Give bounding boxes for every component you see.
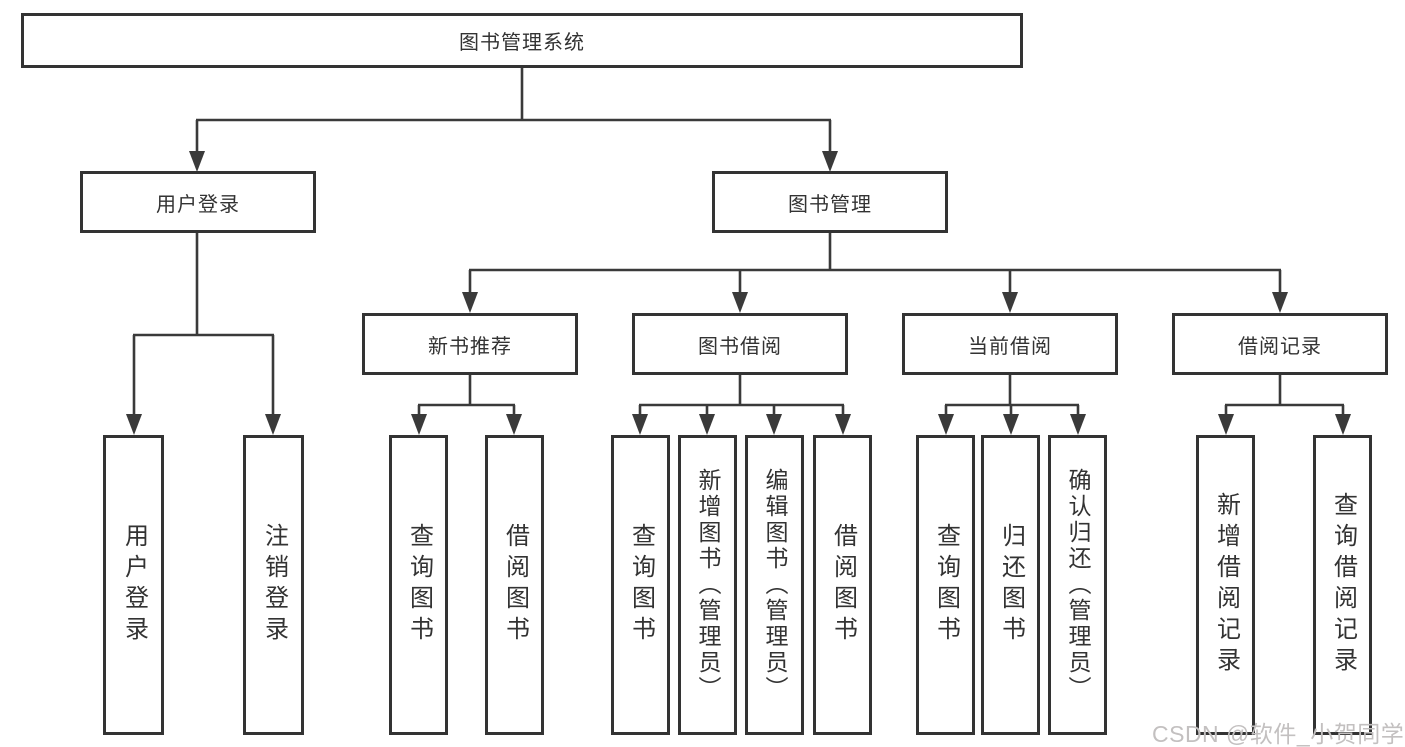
leaf-recommend-query-book: 查询图书 [389, 435, 448, 735]
node-label: 借阅图书 [829, 523, 857, 647]
node-label: 查询图书 [405, 523, 433, 647]
leaf-user-login: 用户登录 [103, 435, 164, 735]
csdn-watermark: CSDN @软件_小贺同学 [1152, 721, 1405, 747]
node-label: 编辑图书（管理员） [762, 468, 788, 702]
node-label: 查询借阅记录 [1329, 492, 1357, 678]
connector-user-login [126, 233, 281, 435]
connector-root [189, 68, 838, 172]
connector-book-management [462, 233, 1288, 313]
connector-borrow-record [1218, 375, 1351, 435]
node-label: 查询图书 [932, 523, 960, 647]
node-label: 新书推荐 [428, 335, 512, 358]
node-label: 图书管理系统 [459, 32, 585, 54]
node-library-management-system: 图书管理系统 [21, 13, 1023, 68]
leaf-add-borrow-record: 新增借阅记录 [1196, 435, 1255, 735]
node-user-login: 用户登录 [80, 171, 316, 233]
node-label: 查询图书 [627, 523, 655, 647]
connector-new-book [411, 375, 522, 435]
leaf-add-book-admin: 新增图书（管理员） [678, 435, 737, 735]
leaf-query-borrow-record: 查询借阅记录 [1313, 435, 1372, 735]
leaf-logout: 注销登录 [243, 435, 304, 735]
leaf-recommend-borrow-book: 借阅图书 [485, 435, 544, 735]
node-label: 新增图书（管理员） [695, 468, 721, 702]
node-borrow-record: 借阅记录 [1172, 313, 1388, 375]
node-current-borrow: 当前借阅 [902, 313, 1118, 375]
leaf-current-query-book: 查询图书 [916, 435, 975, 735]
node-book-management: 图书管理 [712, 171, 948, 233]
node-label: 借阅记录 [1238, 335, 1322, 358]
node-label: 归还图书 [997, 523, 1025, 647]
node-label: 图书管理 [788, 193, 872, 216]
leaf-return-book: 归还图书 [981, 435, 1040, 735]
node-label: 用户登录 [120, 523, 148, 647]
leaf-borrow-query-book: 查询图书 [611, 435, 670, 735]
leaf-borrow-book: 借阅图书 [813, 435, 872, 735]
leaf-edit-book-admin: 编辑图书（管理员） [745, 435, 804, 735]
node-label: 用户登录 [156, 193, 240, 216]
connector-current-borrow [938, 375, 1086, 435]
node-book-borrow: 图书借阅 [632, 313, 848, 375]
node-label: 新增借阅记录 [1212, 492, 1240, 678]
node-label: 注销登录 [260, 523, 288, 647]
node-label: 图书借阅 [698, 335, 782, 358]
leaf-confirm-return-admin: 确认归还（管理员） [1048, 435, 1107, 735]
node-new-book-recommend: 新书推荐 [362, 313, 578, 375]
connector-book-borrow [632, 375, 851, 435]
node-label: 确认归还（管理员） [1065, 468, 1091, 702]
node-label: 当前借阅 [968, 335, 1052, 358]
node-label: 借阅图书 [501, 523, 529, 647]
